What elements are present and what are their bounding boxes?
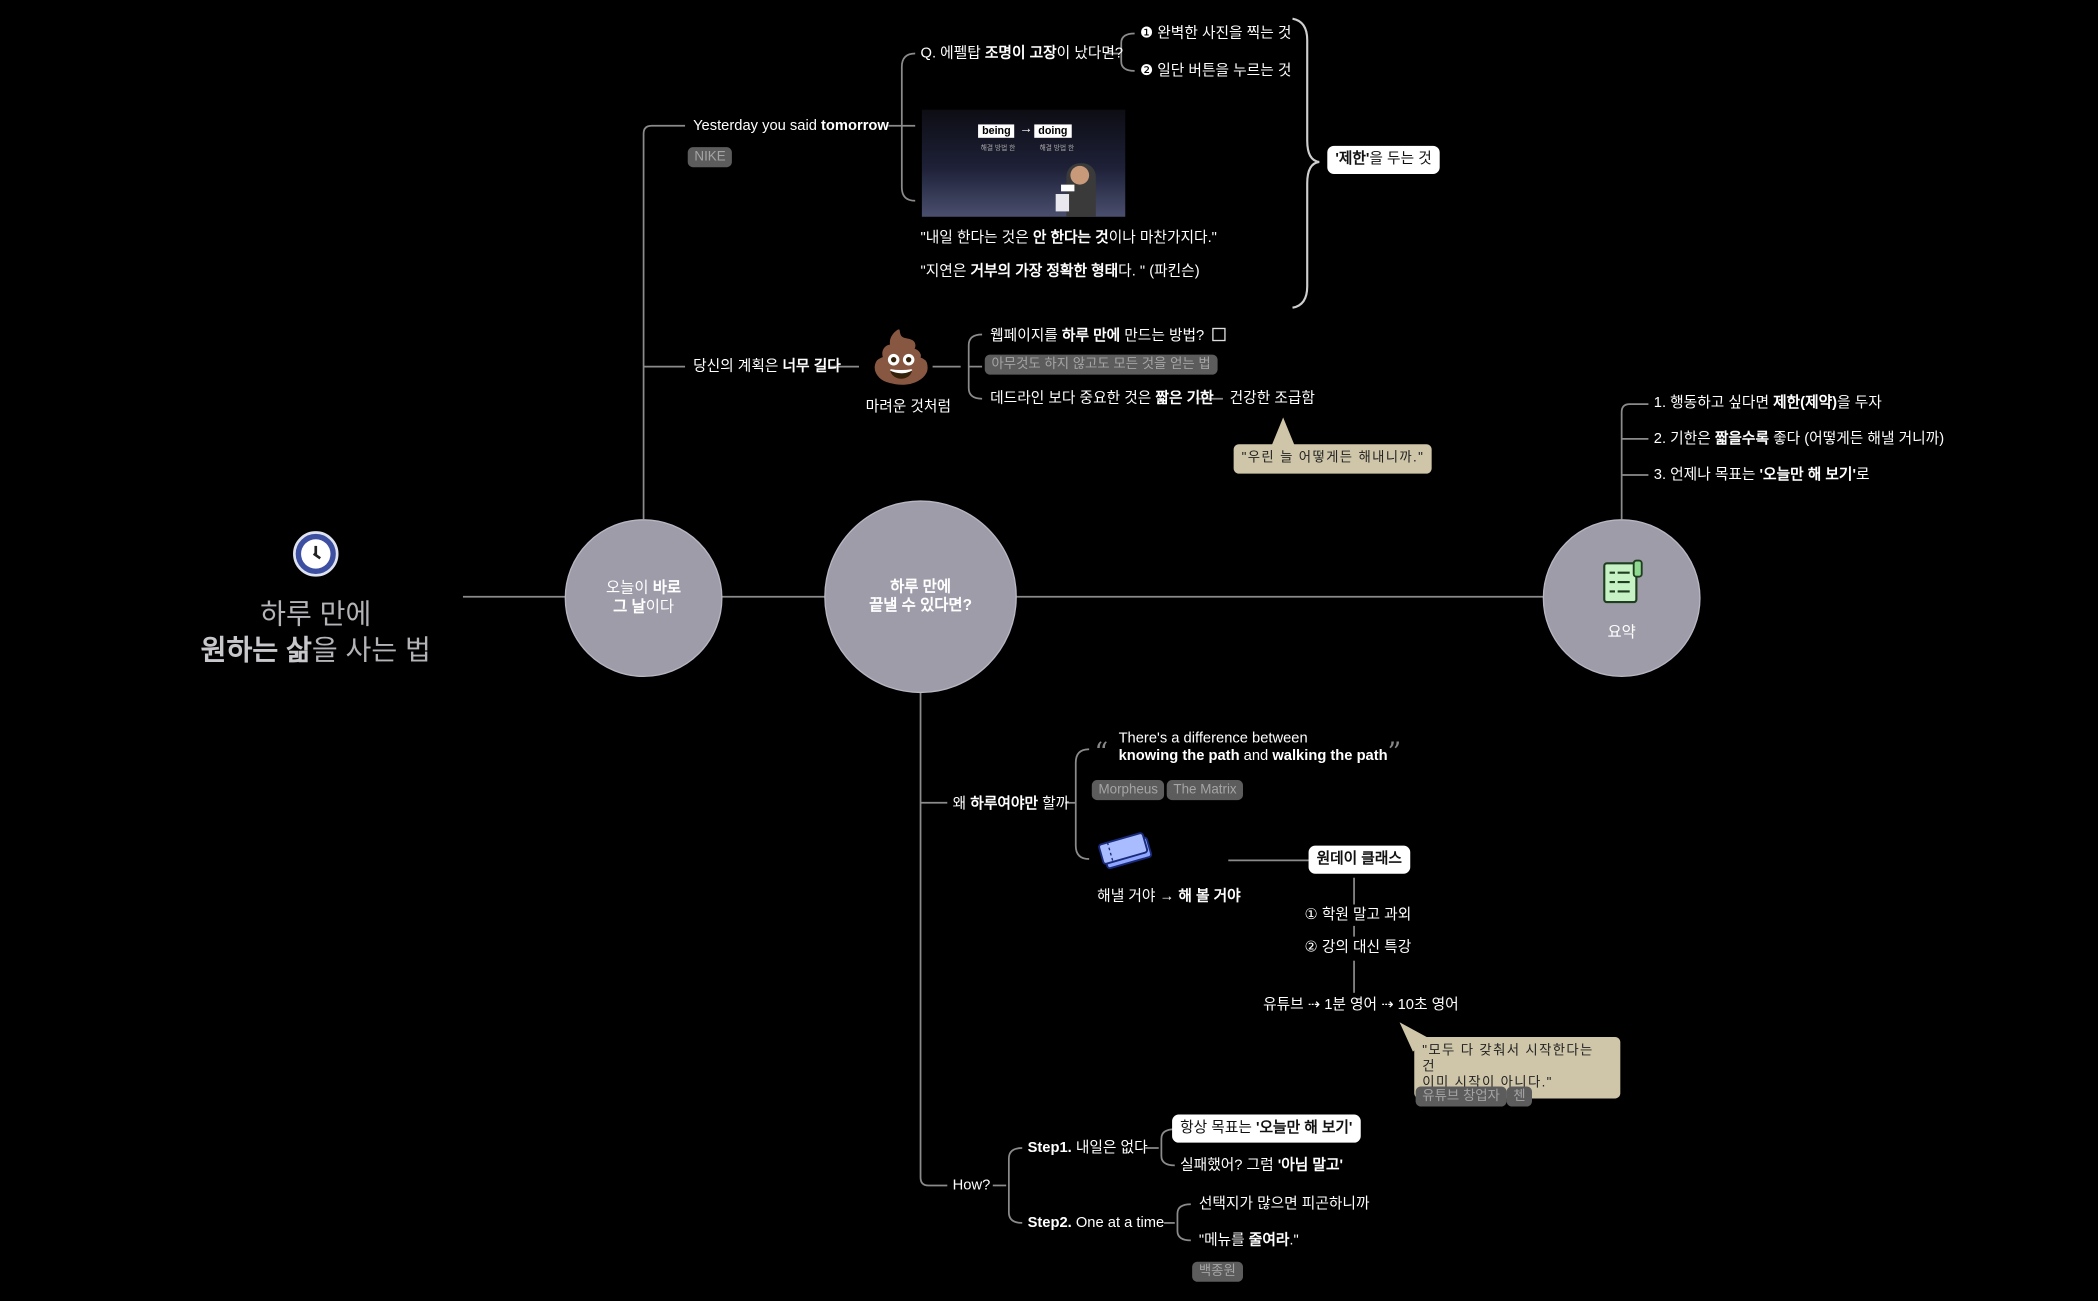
summary-item-1[interactable]: 1. 행동하고 싶다면 제한(제약)을 두자: [1653, 394, 1882, 411]
node-why[interactable]: 왜 하루여야만 할까: [952, 796, 1070, 813]
open-quote-icon: “: [1094, 735, 1109, 769]
tag-baek: 백종원: [1192, 1261, 1243, 1282]
matrix-quote-line2[interactable]: knowing the path and walking the path: [1118, 747, 1388, 764]
ticket-icon: [1098, 832, 1153, 870]
node-urgency[interactable]: 건강한 조급함: [1229, 390, 1315, 407]
close-quote-icon: ”: [1387, 735, 1402, 769]
node-today-goal[interactable]: 항상 목표는 '오늘만 해 보기': [1172, 1114, 1361, 1143]
quote-parkinson[interactable]: "지연은 거부의 가장 정확한 형태다. " (파킨슨): [920, 263, 1200, 280]
matrix-quote-line1[interactable]: There's a difference between: [1118, 730, 1308, 747]
poop-caption: 마려운 것처럼: [865, 398, 952, 415]
option-special-lecture[interactable]: ② 강의 대신 특강: [1304, 939, 1412, 956]
summary-item-2[interactable]: 2. 기한은 짧을수록 좋다 (어떻게든 해낼 거니까): [1653, 430, 1945, 447]
node-today[interactable]: 오늘이 바로 그 날이다: [564, 519, 723, 678]
quote-tomorrow[interactable]: "내일 한다는 것은 안 한다는 것이나 마찬가지다.": [920, 230, 1217, 247]
option-tutoring[interactable]: ① 학원 말고 과외: [1304, 907, 1412, 924]
option-1[interactable]: ❶ 완벽한 사진을 찍는 것: [1139, 25, 1292, 42]
callout-always: "우린 늘 어떻게든 해내니까.": [1233, 444, 1433, 474]
poop-emoji: 💩: [869, 330, 934, 387]
tag-matrix: The Matrix: [1166, 780, 1244, 801]
node-step1[interactable]: Step1. 내일은 없다: [1027, 1139, 1148, 1157]
tag-chen: 첸: [1506, 1086, 1533, 1107]
node-yesterday[interactable]: Yesterday you said tomorrow: [693, 117, 889, 134]
being-doing-image: being → doing 해결 방법 한 해결 방법 한: [921, 109, 1126, 217]
node-fail[interactable]: 실패했어? 그럼 '아님 말고': [1180, 1157, 1343, 1174]
tag-youtube-founder: 유튜브 창업자: [1415, 1086, 1507, 1107]
tag-web: 아무것도 하지 않고도 모든 것을 얻는 법: [984, 354, 1218, 375]
node-plan[interactable]: 당신의 계획은 너무 길다: [693, 358, 841, 375]
node-limit[interactable]: '제한'을 두는 것: [1327, 145, 1440, 174]
callout-pointer: [1271, 417, 1296, 447]
clock-icon: [293, 531, 339, 577]
node-web-link[interactable]: 웹페이지를 하루 만에 만드는 방법?: [990, 326, 1226, 345]
node-oneday-class[interactable]: 원데이 클래스: [1308, 845, 1410, 874]
option-2[interactable]: ❷ 일단 버튼을 누르는 것: [1139, 62, 1292, 79]
page-title: 하루 만에 원하는 삶을 사는 법: [200, 599, 431, 667]
summary-item-3[interactable]: 3. 언제나 목표는 '오늘만 해 보기'로: [1653, 466, 1870, 484]
ticket-caption[interactable]: 해낼 거야 → 해 볼 거야: [1097, 888, 1241, 905]
node-step2[interactable]: Step2. One at a time: [1027, 1214, 1165, 1231]
node-youtube[interactable]: 유튜브 ⇢ 1분 영어 ⇢ 10초 영어: [1263, 996, 1459, 1013]
node-deadline[interactable]: 데드라인 보다 중요한 것은 짧은 기한: [990, 390, 1214, 407]
checklist-icon: [1603, 559, 1643, 604]
tag-nike: NIKE: [687, 147, 733, 168]
node-menu[interactable]: "메뉴를 줄여라.": [1198, 1232, 1299, 1249]
node-question[interactable]: Q. 에펠탑 조명이 고장이 났다면?: [920, 45, 1124, 62]
external-link-icon[interactable]: [1212, 327, 1226, 342]
tag-morpheus: Morpheus: [1091, 780, 1165, 801]
node-how[interactable]: How?: [952, 1177, 991, 1194]
node-choices[interactable]: 선택지가 많으면 피곤하니까: [1198, 1196, 1370, 1213]
node-center[interactable]: 하루 만에 끝낼 수 있다면?: [824, 500, 1017, 694]
